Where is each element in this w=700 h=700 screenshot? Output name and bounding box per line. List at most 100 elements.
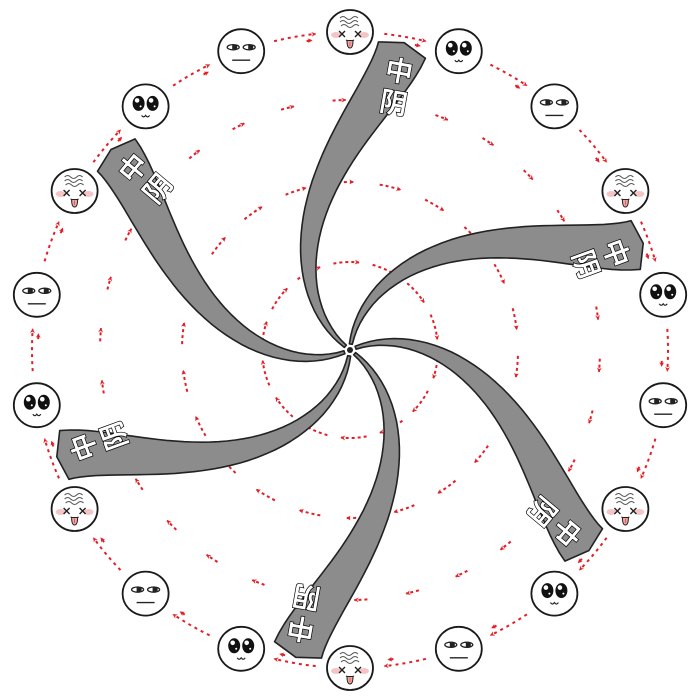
shocked-face-icon [639,271,688,318]
outer-arrow [43,438,60,479]
clockwise-arrow [332,97,347,103]
clockwise-arrow [194,416,207,437]
clockwise-arrow [243,205,263,221]
clockwise-arrow [567,459,576,472]
clockwise-arrow [596,358,602,373]
outer-arrow [172,63,211,87]
clockwise-arrow [353,597,368,603]
clockwise-arrow [211,236,227,255]
clockwise-arrow [279,652,286,658]
shocked-face-icon [434,28,483,75]
clockwise-arrow [100,379,105,394]
band-label-top: 中 [383,55,415,90]
clockwise-arrow [220,456,237,474]
dizzy-face-icon [50,168,99,214]
outer-arrow [30,328,35,372]
clockwise-arrow [437,479,457,495]
clockwise-arrow [206,553,219,563]
outer-arrow [578,537,608,571]
clockwise-arrow [134,478,144,491]
clockwise-arrow [271,287,288,310]
clockwise-arrow [499,540,512,551]
clockwise-arrow [58,227,64,234]
clockwise-arrow [556,209,566,222]
outer-arrow [578,129,608,163]
neutral-face-icon [12,271,61,318]
clockwise-arrow [106,276,112,290]
clockwise-arrow [644,253,650,260]
outer-arrow [273,657,316,668]
arrow-ring-1 [260,259,440,441]
clockwise-arrow [435,114,449,121]
shocked-face-icon [121,83,170,130]
clockwise-arrow [588,410,594,424]
clockwise-arrow [594,157,600,163]
clockwise-arrow [275,397,294,418]
clockwise-arrow [166,519,177,531]
clockwise-arrow [412,390,429,413]
clockwise-arrow [424,198,445,212]
outer-arrow [640,438,657,479]
neutral-face-icon [530,83,579,130]
clockwise-arrow [514,355,519,378]
clockwise-arrow [179,610,186,616]
outer-arrow [92,129,122,163]
clockwise-arrow [181,369,189,392]
outer-arrow [92,537,122,571]
clockwise-arrow [393,504,415,514]
clockwise-arrow [595,306,600,321]
clockwise-arrow [514,84,521,90]
outer-arrow [489,63,528,87]
pinwheel-band: 中阴 [348,219,644,346]
clockwise-arrow [463,226,480,244]
clockwise-arrow [405,589,420,595]
clockwise-arrow [285,186,307,196]
clockwise-arrow [50,440,56,447]
clockwise-arrow [232,122,245,131]
outer-arrow [489,613,528,637]
dizzy-face-icon [50,486,99,532]
clockwise-arrow [333,259,360,265]
clockwise-arrow [387,656,394,662]
clockwise-arrow [511,308,519,331]
dizzy-face-icon [601,486,650,532]
outer-arrow [273,31,317,43]
clockwise-arrow [255,488,276,502]
clockwise-arrow [455,569,468,578]
outer-arrow [384,32,427,43]
outer-arrow [172,613,211,637]
clockwise-arrow [491,623,497,629]
clockwise-arrow [406,282,425,303]
outer-arrow [665,328,670,372]
clockwise-arrow [473,445,489,464]
outer-arrow [43,221,60,262]
neutral-face-icon [434,625,483,672]
clockwise-arrow [414,42,421,48]
outer-arrow [383,657,427,669]
clockwise-arrow [117,136,123,142]
clockwise-arrow [260,360,271,386]
shocked-face-icon [217,625,266,672]
clockwise-arrow [203,71,209,77]
clockwise-arrow [124,228,133,241]
clockwise-arrow [429,314,440,340]
clockwise-arrow [251,579,265,586]
band-label-top: 中 [285,610,317,645]
clockwise-arrow [306,38,313,44]
pinwheel-band: 中阴 [299,41,427,349]
clockwise-arrow [188,149,201,160]
center-hub [347,347,353,353]
clockwise-arrow [98,327,104,342]
band-label-bottom: 阴 [291,579,323,614]
clockwise-arrow [481,137,494,147]
clockwise-arrow [523,169,534,181]
clockwise-arrow [636,466,642,473]
pinwheel-band: 中阴 [273,351,401,659]
pinwheel-band: 中阴 [56,354,352,481]
dizzy-face-icon [601,168,650,214]
band-label-bottom: 阴 [377,86,409,121]
clockwise-arrow [340,435,367,441]
